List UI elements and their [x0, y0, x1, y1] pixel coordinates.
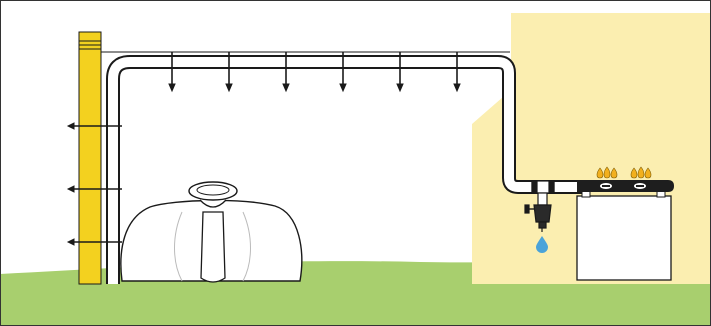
post-clips — [66, 122, 122, 246]
flame-icon — [603, 166, 611, 179]
pipe-clip-icon — [168, 52, 176, 93]
valve-assembly — [524, 180, 555, 232]
pipe-clips — [168, 52, 461, 93]
support-post — [78, 31, 102, 285]
shutoff-valve — [533, 204, 552, 223]
burner-flames — [596, 166, 652, 179]
gas-stove — [576, 180, 674, 281]
flame-icon — [630, 167, 638, 179]
water-tank — [120, 181, 303, 283]
stove-top — [577, 180, 674, 192]
water-drop-icon — [536, 236, 548, 253]
pipe-clip-icon — [453, 52, 461, 93]
pipe-clip-icon — [66, 122, 122, 130]
flame-icon — [644, 167, 652, 179]
pipe-clip-icon — [66, 185, 122, 193]
pipe-clip-icon — [66, 238, 122, 246]
tank-inlet — [200, 211, 226, 283]
pipe-clip-icon — [282, 52, 290, 93]
pipe-clip-icon — [396, 52, 404, 93]
pipe-clip-icon — [339, 52, 347, 93]
pipe — [106, 55, 582, 284]
flame-icon — [637, 166, 645, 179]
stove-cabinet — [576, 195, 672, 281]
flame-icon — [610, 167, 618, 179]
pipe-clip-icon — [225, 52, 233, 93]
flame-icon — [596, 167, 604, 179]
